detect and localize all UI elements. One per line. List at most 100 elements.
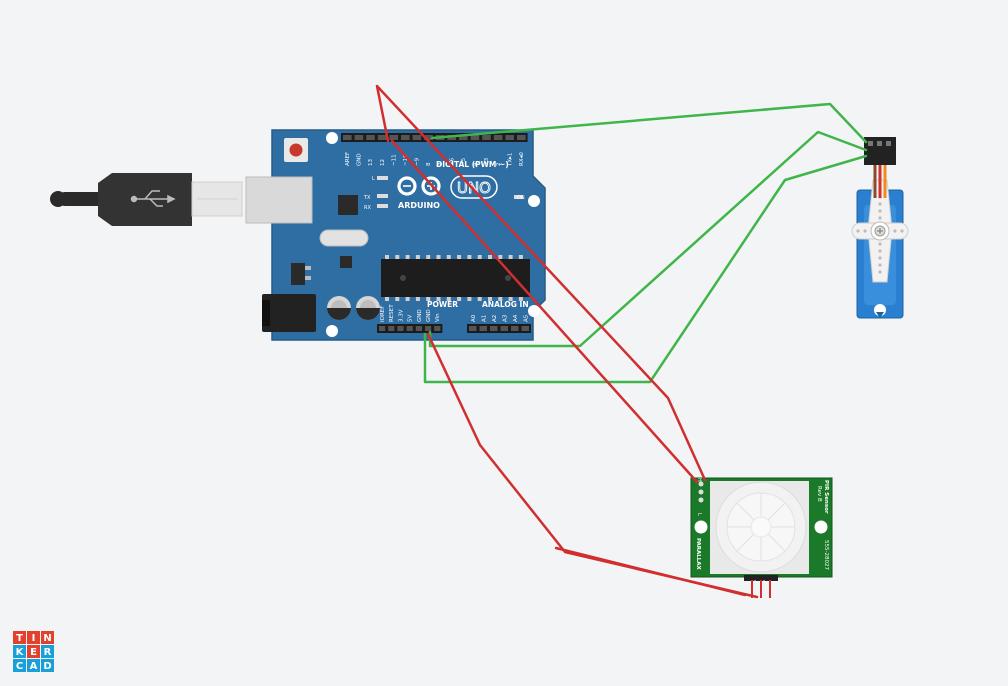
led-tx-label: TX xyxy=(363,195,371,201)
logo-tile xyxy=(27,659,40,672)
pir-jumper-pin[interactable] xyxy=(698,489,704,495)
pin-socket[interactable] xyxy=(482,135,491,140)
chip-pin xyxy=(446,255,451,259)
logo-tile xyxy=(41,645,54,658)
mount-hole xyxy=(528,195,540,207)
pin-socket[interactable] xyxy=(434,326,441,331)
wire-red-aux-pir[interactable] xyxy=(554,546,747,597)
pin-label: 8 xyxy=(426,162,432,166)
pin-socket[interactable] xyxy=(490,326,498,331)
pin-socket[interactable] xyxy=(469,326,477,331)
servo-tab xyxy=(876,312,884,318)
chip-pin xyxy=(446,297,451,301)
pin-socket[interactable] xyxy=(388,326,395,331)
wires[interactable] xyxy=(375,84,868,599)
pin-label: ~3 xyxy=(484,157,490,166)
servo-connector-pin[interactable] xyxy=(886,141,891,146)
barrel-jack xyxy=(262,294,316,332)
chip-pin xyxy=(405,255,410,259)
pin-socket[interactable] xyxy=(354,135,364,140)
pin-socket[interactable] xyxy=(343,135,352,140)
pin-socket[interactable] xyxy=(521,326,530,331)
small-chip xyxy=(340,256,352,268)
pir-dome-center xyxy=(750,516,772,538)
pin-socket[interactable] xyxy=(366,135,375,140)
pin-label: GND xyxy=(417,309,423,322)
servo-motor[interactable] xyxy=(851,137,909,319)
usb-cable-end xyxy=(50,191,66,207)
capacitor xyxy=(356,296,380,320)
servo-horn[interactable] xyxy=(851,179,909,283)
regulator-pin xyxy=(305,276,311,280)
reset-button-cap[interactable] xyxy=(289,143,303,157)
usb-cable[interactable] xyxy=(50,173,243,226)
chip-pin xyxy=(498,255,503,259)
pir-jumper-pin[interactable] xyxy=(698,481,704,487)
servo-connector-pin[interactable] xyxy=(877,141,882,146)
pir-jumper-pin[interactable] xyxy=(698,497,704,503)
pin-socket[interactable] xyxy=(459,135,468,140)
pin-socket[interactable] xyxy=(415,326,422,331)
chip-notch xyxy=(400,275,406,281)
pin-socket[interactable] xyxy=(379,326,386,331)
wire-green-5v-servo[interactable] xyxy=(428,130,868,348)
logo-tile xyxy=(41,631,54,644)
pin-socket[interactable] xyxy=(470,135,480,140)
arduino-uno-board[interactable]: L TX RX ON ARDUINO UNO DIGITAL (PWM ~) P… xyxy=(245,129,546,341)
pin-socket[interactable] xyxy=(425,326,432,331)
header-strip xyxy=(467,324,531,333)
chip-pin xyxy=(457,297,462,301)
arduino-logo-icon xyxy=(397,176,441,196)
horn-hole xyxy=(878,242,882,246)
servo-connector-pin[interactable] xyxy=(868,141,873,146)
pin-socket[interactable] xyxy=(493,135,503,140)
pin-socket[interactable] xyxy=(500,326,509,331)
chip-pin xyxy=(508,297,513,301)
wire-green-signal[interactable] xyxy=(430,102,868,144)
usb-icon xyxy=(130,190,176,207)
chip-pin xyxy=(457,255,462,259)
pin-socket[interactable] xyxy=(517,135,526,140)
pir-pin-header[interactable] xyxy=(744,575,778,581)
chip-pin xyxy=(395,255,400,259)
pin-socket[interactable] xyxy=(397,326,404,331)
pin-label: ~6 xyxy=(449,157,455,166)
horn-hole xyxy=(900,229,904,233)
pin-socket[interactable] xyxy=(479,326,488,331)
mount-hole xyxy=(326,132,338,144)
pin-socket[interactable] xyxy=(505,135,514,140)
pin-socket[interactable] xyxy=(511,326,519,331)
pin-socket[interactable] xyxy=(412,135,422,140)
pin-label: ~11 xyxy=(391,154,397,166)
chip-pin xyxy=(436,297,441,301)
barrel-jack-mouth xyxy=(262,300,270,326)
logo-letter: N xyxy=(43,633,51,644)
chip-pin xyxy=(467,255,472,259)
wire-red-signal-pir[interactable] xyxy=(390,139,699,484)
pir-sensor[interactable]: L H PARALLAX PIR Sensor Rev B 555-28027 xyxy=(690,477,833,598)
pin-label: ~9 xyxy=(415,157,421,166)
pin-socket[interactable] xyxy=(406,326,413,331)
pin-socket[interactable] xyxy=(424,135,433,140)
led-l xyxy=(377,176,388,180)
chip-dot xyxy=(505,275,511,281)
horn-hole xyxy=(856,229,860,233)
logo-letter: T xyxy=(16,633,23,644)
pin-label: 4 xyxy=(473,162,479,166)
wire-red-gnd-pir[interactable] xyxy=(375,84,707,482)
chip-pin xyxy=(436,255,441,259)
pir-mount-hole xyxy=(814,520,828,534)
pin-label: 2 xyxy=(496,163,502,167)
pin-socket[interactable] xyxy=(377,135,387,140)
wire-green-gnd-servo[interactable] xyxy=(423,154,868,384)
led-l-label: L xyxy=(372,176,375,182)
pin-label: 12 xyxy=(380,159,386,166)
pir-part-number: 555-28027 xyxy=(823,540,829,570)
pin-socket[interactable] xyxy=(401,135,410,140)
horn-hole xyxy=(893,229,897,233)
pin-socket[interactable] xyxy=(389,135,398,140)
